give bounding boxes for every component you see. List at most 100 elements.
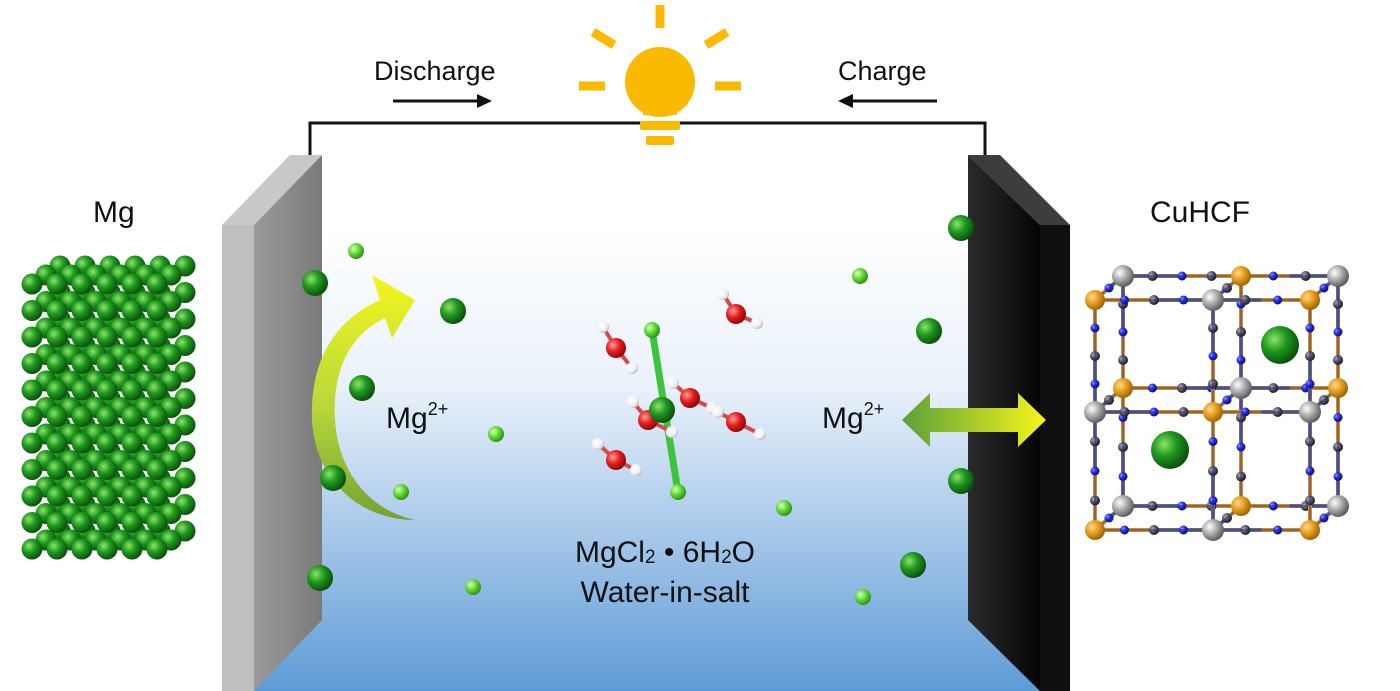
mg-atom (121, 512, 143, 533)
fe-node (1084, 401, 1106, 423)
fe-node (1230, 377, 1252, 399)
charge-label: Charge (838, 56, 927, 86)
mg-atom (71, 512, 93, 533)
oxygen-atom (680, 388, 700, 408)
mg-atom (121, 459, 143, 480)
electrolyte-name: Water-in-salt (580, 576, 750, 609)
mg-atom (121, 353, 143, 374)
hydrogen-atom (630, 464, 642, 476)
mg-atom (146, 379, 168, 401)
cuhcf-framework (1084, 265, 1349, 541)
mg-atom (96, 512, 118, 533)
mg-atom (21, 459, 43, 480)
mg-ion-dark (948, 215, 974, 241)
mg-ion-dark (307, 565, 333, 591)
mg-atom (96, 459, 118, 480)
mg-atom (21, 485, 43, 507)
fe-node (1112, 265, 1134, 287)
fe-node (1299, 401, 1321, 423)
cu-node (1113, 378, 1133, 398)
mg-ion-dark (349, 375, 375, 401)
mg-atom (21, 379, 43, 401)
hydrogen-atom (666, 426, 678, 438)
fe-node (1112, 495, 1134, 517)
mg-atom (71, 353, 93, 374)
mg-atom (121, 326, 143, 348)
mg-atom (71, 538, 93, 560)
ion-right-charge: 2+ (863, 399, 885, 419)
oxygen-atom (606, 450, 626, 470)
hydrogen-atom (717, 288, 729, 300)
ion-left-charge: 2+ (427, 399, 449, 419)
mg-ion-light (488, 426, 504, 442)
oxygen-atom (606, 338, 626, 358)
fe-node (1327, 495, 1349, 517)
ion-label-left: Mg2+ (386, 400, 448, 435)
discharge-label: Discharge (374, 56, 496, 86)
mg-atom (21, 432, 43, 454)
fe-node (1202, 289, 1224, 311)
lightbulb-icon (579, 5, 741, 145)
anode-plate (222, 155, 322, 691)
mg-atom (146, 432, 168, 454)
mg-ion-light (852, 268, 868, 284)
hydrogen-atom (627, 396, 639, 408)
mg-atom (71, 406, 93, 427)
mg-ion-release-arrow (311, 275, 415, 562)
mg-atom (46, 406, 68, 427)
mg-atom (96, 326, 118, 348)
cu-node (1231, 496, 1251, 516)
mg-atom (71, 485, 93, 507)
mg-atom (146, 459, 168, 480)
formula-sub-2: 2 (721, 547, 732, 568)
cu-node (1231, 266, 1251, 286)
mg-atom (46, 538, 68, 560)
cu-node (1085, 520, 1105, 540)
mg-ion-dark (302, 270, 328, 296)
hydrogen-atom (712, 406, 724, 418)
mg-ion-exchange-arrow (902, 393, 1046, 447)
hydrogen-atom (751, 317, 763, 329)
electrolyte-formula: MgCl2 • 6H2O (520, 538, 810, 568)
mg-ion-light (348, 243, 364, 259)
cathode-label: CuHCF (1150, 196, 1251, 229)
mg-atom (121, 538, 143, 560)
mg-atom (71, 326, 93, 348)
mg-atom (121, 300, 143, 321)
mg-atom (71, 432, 93, 454)
formula-part-1: MgCl (574, 536, 645, 569)
fe-node (1202, 519, 1224, 541)
cu-node (1328, 378, 1348, 398)
mg-atom (21, 406, 43, 427)
mg-atom (96, 353, 118, 374)
mg-atom (21, 512, 43, 533)
mg-atom (21, 353, 43, 374)
mg-atom (146, 273, 168, 295)
discharge-arrow (393, 94, 492, 108)
oxygen-atom (726, 304, 746, 324)
mg-atom (46, 379, 68, 401)
mg-atom (96, 485, 118, 507)
mg-ion-dark (900, 552, 926, 578)
mg-atom (96, 432, 118, 454)
mg-atom (46, 512, 68, 533)
mg-ion-light (393, 484, 409, 500)
mg-ions (302, 215, 974, 605)
mg-atom (21, 300, 43, 321)
mg-atom (21, 326, 43, 348)
mg-atom (96, 300, 118, 321)
mg-atom (21, 273, 43, 295)
ion-left-base: Mg (386, 402, 428, 435)
formula-sub-1: 2 (644, 547, 656, 568)
mg-atom (46, 300, 68, 321)
ion-right-base: Mg (822, 402, 864, 435)
mg-ion-dark (948, 468, 974, 494)
ion-label-right: Mg2+ (822, 400, 884, 435)
mg-atom (146, 326, 168, 348)
mg-atom (121, 406, 143, 427)
mg-ion-dark (320, 465, 346, 491)
mg-atom (46, 353, 68, 374)
mg-atom (121, 432, 143, 454)
mg-atom (146, 538, 168, 560)
